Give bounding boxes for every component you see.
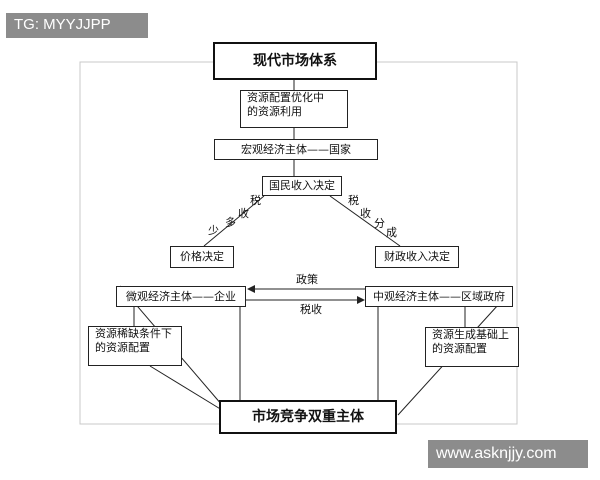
watermark-top-left: TG: MYYJJPP [6,13,148,38]
node-resource-generation-line2: 的资源配置 [432,342,487,355]
node-modern-market-system: 现代市场体系 [213,42,377,80]
node-national-income: 国民收入决定 [262,176,342,196]
label-collect-left: 收 [238,207,249,220]
connector-scarce-to-dual [149,365,223,411]
node-scarce-resources-line2: 的资源配置 [95,341,150,354]
node-scarce-resources: 资源稀缺条件下 的资源配置 [88,326,182,366]
label-tax-right: 税 [348,194,359,207]
label-tax-revenue: 税收 [300,303,322,316]
label-become: 成 [386,226,397,239]
node-resource-optimization-line1: 资源配置优化中 [247,91,324,104]
node-price: 价格决定 [170,246,234,268]
node-micro-subject: 微观经济主体——企业 [116,286,246,307]
label-less: 少 [208,224,219,237]
node-resource-generation: 资源生成基础上 的资源配置 [425,327,519,367]
label-collect-right: 收 [360,207,371,220]
connector-income-to-fiscal [329,195,401,247]
node-resource-generation-line1: 资源生成基础上 [432,328,509,341]
label-policy: 政策 [296,273,318,286]
node-resource-optimization-line2: 的资源利用 [247,105,302,118]
node-dual-subject: 市场竞争双重主体 [219,400,397,434]
node-fiscal-income: 财政收入决定 [375,246,459,268]
label-more: 多 [225,216,236,229]
watermark-bottom-right: www.asknjjy.com [428,440,588,468]
connector-income-to-price [203,195,265,247]
node-scarce-resources-line1: 资源稀缺条件下 [95,327,172,340]
label-divide: 分 [374,217,385,230]
node-macro-subject: 宏观经济主体——国家 [214,139,378,160]
node-meso-subject: 中观经济主体——区域政府 [365,286,513,307]
label-tax-left: 税 [250,194,261,207]
node-resource-optimization: 资源配置优化中 的资源利用 [240,90,348,128]
